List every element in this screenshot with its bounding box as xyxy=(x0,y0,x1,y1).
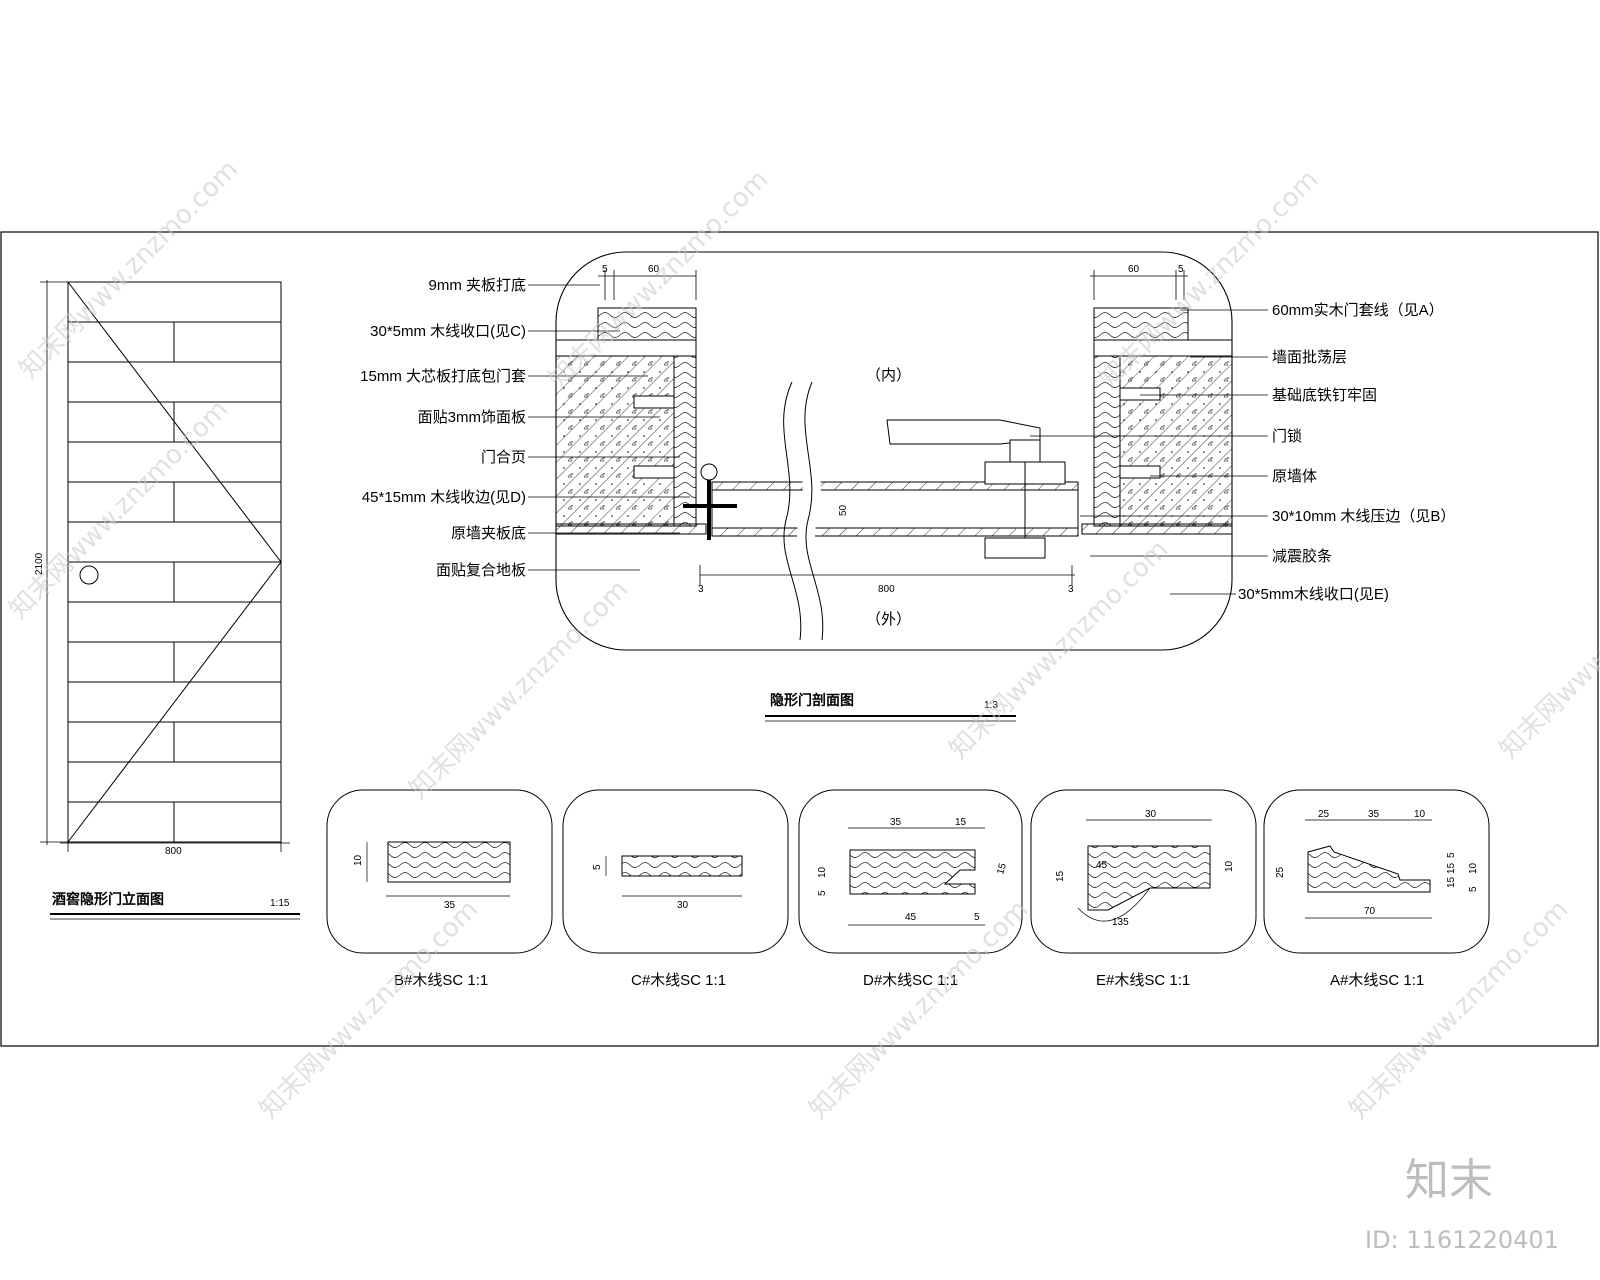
profile-e-caption: E#木线SC 1:1 xyxy=(1096,972,1190,989)
break-line xyxy=(783,381,802,641)
profile-a-frame xyxy=(1263,789,1490,954)
dim-right-small: 5 xyxy=(1178,264,1184,275)
profile-a-caption: A#木线SC 1:1 xyxy=(1330,972,1424,989)
dim-left-big: 60 xyxy=(648,264,660,275)
profile-a-dim-7: 15 xyxy=(1446,876,1457,888)
dim-gap-right: 3 xyxy=(1068,584,1074,595)
dim-door-width: 800 xyxy=(878,584,895,595)
hinge-symbol xyxy=(700,463,718,481)
callout-left-6: 原墙夹板底 xyxy=(451,524,526,542)
profile-b-dim-h: 10 xyxy=(353,854,364,866)
profile-e-dim-1: 15 xyxy=(1055,870,1066,882)
elevation-scale: 1:15 xyxy=(270,898,290,909)
callout-right-5: 30*10mm 木线压边（见B） xyxy=(1272,508,1455,525)
callout-left-4: 门合页 xyxy=(481,449,526,466)
profile-c-frame xyxy=(562,789,789,954)
dim-door-thickness: 50 xyxy=(838,504,849,516)
callout-right-4: 原墙体 xyxy=(1272,468,1317,485)
svg-text:ID: 1161220401: ID: 1161220401 xyxy=(1365,1226,1559,1254)
profile-a-dim-2: 10 xyxy=(1414,809,1426,820)
callout-right-0: 60mm实木门套线（见A） xyxy=(1272,302,1444,319)
profile-d-frame xyxy=(798,789,1023,954)
callout-right-3: 门锁 xyxy=(1272,428,1302,445)
profiles: 10 35 5 30 35 15 10 5 45 5 15 30 15 10 4… xyxy=(326,789,1490,989)
profile-b-dim-w: 35 xyxy=(444,900,456,911)
svg-text:知末网www.znzmo.com: 知末网www.znzmo.com xyxy=(254,894,485,1125)
elevation-title: 酒窖隐形门立面图 xyxy=(52,891,164,908)
profile-a-dim-8: 5 xyxy=(1468,886,1479,892)
profile-e-frame xyxy=(1030,789,1257,954)
section-view: 5 60 60 5 50 3 800 3 （内） （外） 9mm 夹板打底 30*… xyxy=(360,251,1455,722)
profile-d-dim-5: 5 xyxy=(974,912,980,923)
elevation-width-dim: 800 xyxy=(165,846,182,857)
profile-e-dim-3: 45 xyxy=(1096,860,1108,871)
profile-d-dim-4: 45 xyxy=(905,912,917,923)
callout-left-5: 45*15mm 木线收边(见D) xyxy=(362,489,526,506)
dim-gap-left: 3 xyxy=(698,584,704,595)
callout-left-7: 面贴复合地板 xyxy=(436,561,526,579)
elevation-height-dim: 2100 xyxy=(34,552,45,575)
profile-d-dim-3: 5 xyxy=(817,890,828,896)
section-title: 隐形门剖面图 xyxy=(770,692,854,709)
profile-d-dim-1: 15 xyxy=(955,817,967,828)
profile-c-dim-h: 5 xyxy=(592,864,603,870)
inner-side-label: （内） xyxy=(866,367,911,384)
profile-b-caption: B#木线SC 1:1 xyxy=(394,972,488,989)
sheet-border xyxy=(0,231,1599,1047)
outer-side-label: （外） xyxy=(866,611,911,628)
elevation-view: 2100 800 酒窖隐形门立面图 1:15 xyxy=(34,280,300,920)
profile-d-dim-6: 15 xyxy=(995,862,1009,876)
svg-text:知末网www.znzmo.com: 知末网www.znzmo.com xyxy=(404,574,635,805)
dim-right-big: 60 xyxy=(1128,264,1140,275)
plank-lines xyxy=(68,321,281,842)
profile-a-dim-3: 25 xyxy=(1275,866,1286,878)
svg-text:知末: 知末 xyxy=(1405,1155,1493,1206)
opening-swing-lines xyxy=(67,281,282,843)
door-handle-hole xyxy=(79,565,99,585)
profile-e-dim-0: 30 xyxy=(1145,809,1157,820)
callout-right-2: 基础底铁钉牢固 xyxy=(1272,387,1377,404)
profile-e-dim-2: 10 xyxy=(1224,860,1235,872)
profile-a-dim-9: 10 xyxy=(1468,862,1479,874)
svg-text:知末网www.znzmo.com: 知末网www.znzmo.com xyxy=(1494,534,1600,765)
profile-e-dim-4: 135 xyxy=(1112,917,1129,928)
profile-a-dim-1: 35 xyxy=(1368,809,1380,820)
svg-text:知末网www.znzmo.com: 知末网www.znzmo.com xyxy=(804,894,1035,1125)
callout-left-2: 15mm 大芯板打底包门套 xyxy=(360,367,526,385)
callout-left-1: 30*5mm 木线收口(见C) xyxy=(370,323,526,340)
profile-b-frame xyxy=(326,789,553,954)
svg-text:知末网www.znzmo.com: 知末网www.znzmo.com xyxy=(1344,894,1575,1125)
callout-left-3: 面贴3mm饰面板 xyxy=(418,408,526,426)
profile-c-caption: C#木线SC 1:1 xyxy=(631,972,726,989)
callout-right-7: 30*5mm木线收口(见E) xyxy=(1238,586,1389,603)
profile-a-dim-6: 15 xyxy=(1446,862,1457,874)
callout-right-6: 减震胶条 xyxy=(1272,548,1332,565)
svg-text:知末网www.znzmo.com: 知末网www.znzmo.com xyxy=(4,394,235,625)
dim-left-small: 5 xyxy=(602,264,608,275)
profile-a-dim-4: 70 xyxy=(1364,906,1376,917)
svg-text:知末网www.znzmo.com: 知末网www.znzmo.com xyxy=(14,154,245,385)
profile-a-dim-5: 5 xyxy=(1446,852,1457,858)
left-callouts: 9mm 夹板打底 30*5mm 木线收口(见C) 15mm 大芯板打底包门套面贴3m… xyxy=(360,276,690,579)
profile-d-dim-0: 35 xyxy=(890,817,902,828)
profile-a-dim-0: 25 xyxy=(1318,809,1330,820)
section-scale: 1:3 xyxy=(984,700,998,711)
callout-left-0: 9mm 夹板打底 xyxy=(428,276,526,294)
profile-d-dim-2: 10 xyxy=(817,866,828,878)
profile-c-dim-w: 30 xyxy=(677,900,689,911)
profile-d-caption: D#木线SC 1:1 xyxy=(863,972,958,989)
callout-right-1: 墙面批荡层 xyxy=(1272,349,1347,366)
